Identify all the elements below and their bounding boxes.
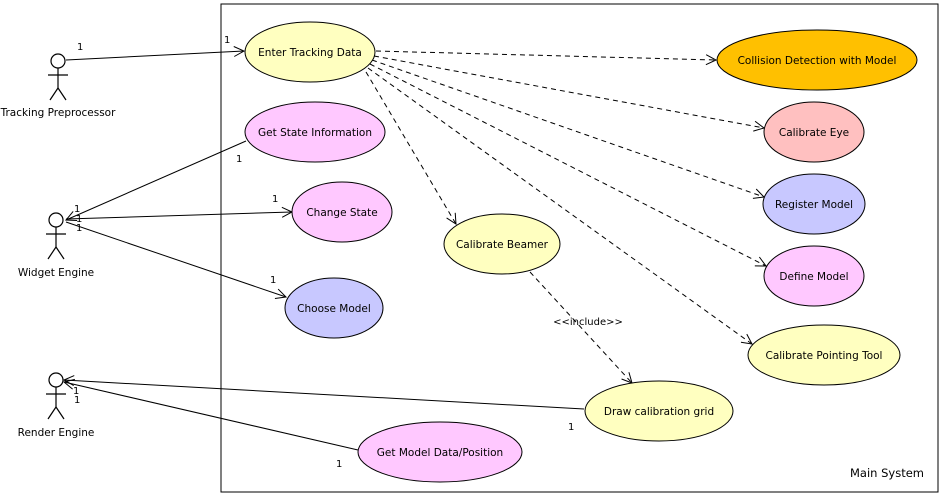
dep-enter-calibrateeye [373, 55, 764, 128]
mult-label: 1 [76, 223, 82, 234]
actor-label: Tracking Preprocessor [0, 107, 116, 119]
dep-enter-calibratebeamer [365, 71, 456, 224]
use-case-shape [747, 324, 901, 386]
use-case-label: Draw calibration grid [604, 406, 714, 418]
use-case-shape [763, 245, 865, 307]
assoc-widget-changestate [65, 212, 292, 220]
actor-label: Render Engine [18, 427, 95, 439]
dep-enter-collision [375, 50, 716, 60]
use-case-shape [284, 277, 384, 339]
actor-render-engine[interactable]: Render Engine [18, 372, 95, 439]
stick-figure-icon [48, 53, 68, 101]
use-case-label: Get Model Data/Position [377, 447, 503, 459]
use-case-register-model[interactable]: Register Model [762, 173, 866, 235]
use-case-shape [584, 380, 734, 442]
dep-include-beamer-grid [529, 271, 632, 383]
system-boundary [220, 3, 939, 493]
use-case-draw-calibration-grid[interactable]: Draw calibration grid [584, 380, 734, 442]
dep-enter-registermodel [371, 59, 764, 197]
mult-label: 1 [74, 395, 80, 406]
use-case-shape [762, 173, 866, 235]
use-case-label: Enter Tracking Data [258, 47, 362, 59]
use-case-calibrate-eye[interactable]: Calibrate Eye [763, 101, 865, 163]
use-case-get-model-data-position[interactable]: Get Model Data/Position [357, 421, 523, 483]
associations [64, 51, 585, 451]
use-case-shape [357, 421, 523, 483]
actor-label: Widget Engine [18, 267, 94, 279]
use-case-label: Change State [306, 207, 377, 219]
use-case-shape [291, 181, 393, 243]
use-case-calibrate-pointing-tool[interactable]: Calibrate Pointing Tool [747, 324, 901, 386]
mult-label: 1 [270, 275, 276, 286]
mult-label: 1 [272, 194, 278, 205]
use-case-label: Get State Information [258, 127, 372, 139]
use-case-shape [244, 21, 376, 83]
mult-label: 1 [336, 459, 342, 470]
mult-label: 1 [568, 422, 574, 433]
mult-label: 1 [74, 204, 80, 215]
use-case-label: Collision Detection with Model [738, 55, 897, 67]
dep-enter-calibratepointing [367, 67, 752, 344]
assoc-getmodeldata-render [64, 382, 359, 451]
use-case-change-state[interactable]: Change State [291, 181, 393, 243]
use-case-shape [763, 101, 865, 163]
mult-label: 1 [224, 35, 230, 46]
assoc-drawgrid-render [64, 380, 585, 410]
use-case-label: Register Model [775, 199, 853, 211]
use-case-shape [716, 29, 918, 91]
use-case-label: Choose Model [297, 303, 371, 315]
use-case-shape [244, 101, 386, 163]
stick-figure-icon [46, 372, 66, 420]
assoc-widget-choosemodel [65, 221, 286, 297]
use-case-shape [443, 213, 561, 275]
use-case-calibrate-beamer[interactable]: Calibrate Beamer [443, 213, 561, 275]
dep-enter-definemodel [369, 63, 766, 266]
actor-widget-engine[interactable]: Widget Engine [18, 212, 94, 279]
mult-label: 1 [73, 386, 79, 397]
use-case-label: Calibrate Eye [779, 127, 849, 139]
include-stereotype: <<include>> [553, 317, 623, 328]
use-case-define-model[interactable]: Define Model [763, 245, 865, 307]
system-label: Main System [850, 466, 924, 480]
mult-label: 1 [77, 42, 83, 53]
use-case-enter-tracking-data[interactable]: Enter Tracking Data [244, 21, 376, 83]
use-case-choose-model[interactable]: Choose Model [284, 277, 384, 339]
mult-label: 1 [76, 214, 82, 225]
dependencies [365, 50, 766, 383]
use-case-collision-detection[interactable]: Collision Detection with Model [716, 29, 918, 91]
multiplicities: 1 1 1 1 1 1 1 1 1 1 1 1 [73, 35, 574, 470]
stick-figure-icon [46, 212, 66, 260]
assoc-tracking-enter [65, 51, 244, 61]
use-case-label: Calibrate Beamer [456, 239, 549, 251]
actor-tracking-preprocessor[interactable]: Tracking Preprocessor [0, 53, 116, 119]
use-case-label: Define Model [779, 271, 848, 283]
assoc-getstate-widget [66, 140, 247, 220]
use-case-label: Calibrate Pointing Tool [766, 350, 883, 362]
mult-label: 1 [236, 154, 242, 165]
use-case-get-state-information[interactable]: Get State Information [244, 101, 386, 163]
